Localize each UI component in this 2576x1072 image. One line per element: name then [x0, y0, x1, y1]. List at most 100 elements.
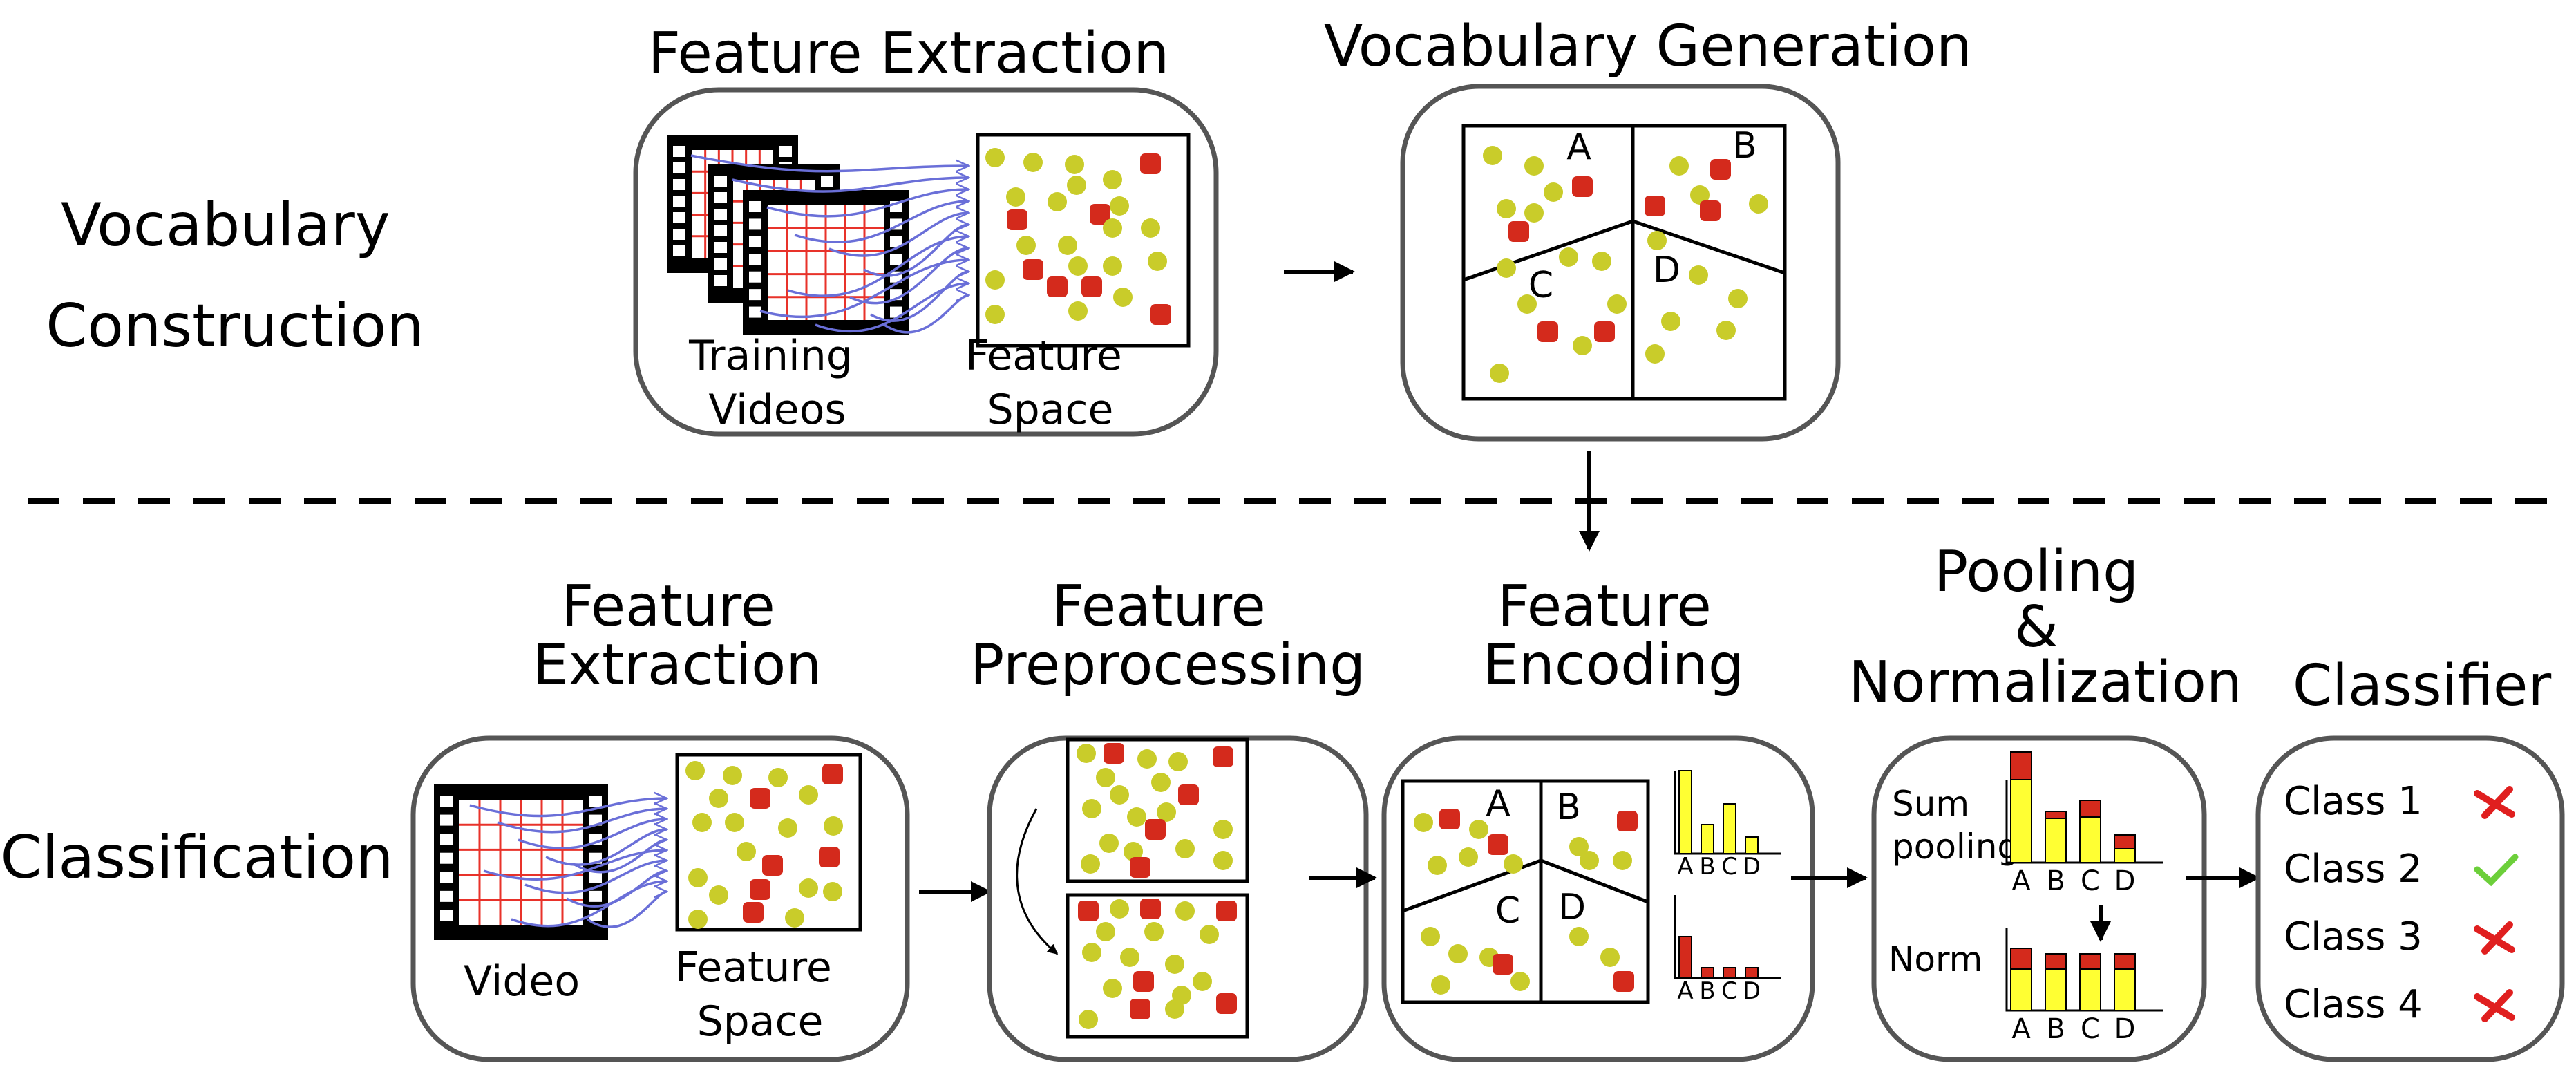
- film-hole: [890, 254, 902, 265]
- film-hole: [714, 192, 727, 203]
- hist-tick: B: [1699, 853, 1715, 881]
- vocab-square: [1645, 196, 1665, 216]
- film-hole: [673, 179, 685, 190]
- hist-axis: [2005, 780, 2163, 864]
- vocab-square: [762, 855, 783, 876]
- hist-bar: [1745, 836, 1759, 854]
- vocab-square: [1047, 276, 1068, 297]
- feature-point: [1544, 182, 1563, 202]
- feature-point: [1110, 785, 1129, 805]
- feature-point: [1524, 156, 1544, 176]
- film-hole: [749, 289, 761, 301]
- feature-point: [824, 816, 843, 836]
- film-hole: [440, 796, 453, 807]
- feature-point: [1151, 773, 1171, 792]
- preprocessing-curve-arrow: [1016, 808, 1059, 955]
- feature-point: [1124, 842, 1143, 861]
- sum-line2: pooling: [1892, 827, 2019, 867]
- bfe-title-line1: Feature: [561, 574, 775, 639]
- feature-point: [1469, 820, 1488, 839]
- vocab-square: [1537, 321, 1558, 342]
- hist-bar-red: [1723, 967, 1736, 979]
- hist-bar-red: [1701, 967, 1714, 979]
- vocab-square: [1104, 743, 1124, 764]
- feature-point: [768, 768, 788, 787]
- feature-point: [1580, 851, 1599, 870]
- feature-point: [1068, 301, 1088, 321]
- vocab-square: [819, 847, 840, 867]
- film-hole: [890, 236, 902, 247]
- vocab-square: [1140, 899, 1161, 919]
- hist-bar-red: [2010, 948, 2032, 970]
- feature-point: [1148, 252, 1167, 271]
- training-videos-line1: Training: [688, 332, 853, 380]
- feature-point: [985, 270, 1005, 290]
- feature-point: [1569, 927, 1589, 946]
- film-hole: [714, 242, 727, 253]
- pre-title-line2: Preprocessing: [970, 632, 1365, 698]
- feature-point: [709, 789, 728, 808]
- class-label: Class 1: [2284, 779, 2423, 824]
- vocab-square: [1493, 954, 1513, 975]
- feature-point: [1077, 744, 1096, 763]
- feature-point: [1728, 289, 1748, 308]
- vocab-space-frame: [1461, 124, 1787, 401]
- film-hole: [673, 229, 685, 240]
- film-hole: [714, 209, 727, 220]
- vocab-square: [1700, 200, 1721, 221]
- vocab-square: [750, 788, 770, 809]
- enc-title-line1: Feature: [1497, 574, 1712, 639]
- hist-tick: A: [1677, 977, 1693, 1005]
- hist-bar: [2114, 848, 2136, 863]
- extraction-arrow: [794, 201, 969, 244]
- check-icon: [2474, 854, 2519, 887]
- vocab-square: [1023, 259, 1043, 280]
- vocab-square: [1081, 276, 1102, 297]
- top-feature-space-points: [985, 148, 1171, 325]
- vocab-square: [1178, 784, 1199, 805]
- vocab-region-a: A: [1566, 126, 1591, 168]
- feature-point: [1096, 922, 1115, 941]
- feature-point: [985, 305, 1005, 324]
- feature-point: [799, 878, 818, 898]
- hist-bar-red: [2079, 800, 2101, 818]
- vocab-square: [1130, 857, 1150, 878]
- feature-point: [688, 868, 708, 887]
- extraction-arrow: [884, 295, 969, 334]
- vocab-square: [1133, 971, 1154, 992]
- feature-point: [1048, 192, 1067, 211]
- feature-point: [1497, 258, 1516, 278]
- film-frame: [743, 190, 909, 335]
- section-label-vocabulary: Vocabulary Construction: [46, 191, 424, 361]
- feature-point: [1082, 943, 1101, 962]
- feature-point: [1600, 948, 1620, 967]
- extraction-arrow: [545, 829, 667, 866]
- feature-point: [1490, 364, 1509, 383]
- feature-point: [1690, 185, 1710, 205]
- vocab-region-c: C: [1528, 265, 1553, 306]
- vocab-square: [1710, 159, 1731, 180]
- section-label-classification: Classification: [0, 823, 393, 892]
- hist-bar-red: [2045, 953, 2067, 970]
- extraction-arrow: [469, 798, 667, 818]
- extraction-arrow: [815, 283, 969, 333]
- film-hole: [749, 254, 761, 265]
- feature-point: [1607, 294, 1627, 314]
- vocab-region-d: D: [1653, 250, 1680, 291]
- norm-label: Norm: [1888, 939, 1982, 979]
- hist-tick: D: [1743, 853, 1761, 881]
- feature-point: [1483, 146, 1502, 165]
- feature-point: [688, 910, 708, 929]
- feature-point: [1524, 203, 1544, 223]
- film-hole: [749, 271, 761, 283]
- sum-pooling-label: Sum pooling: [1892, 784, 2019, 867]
- section-vocab-line2: Construction: [46, 292, 424, 361]
- feature-point: [1559, 247, 1578, 267]
- feature-point: [1113, 288, 1133, 307]
- hist-tick: D: [2114, 1013, 2136, 1045]
- top-feature-extraction-title: Feature Extraction: [648, 21, 1170, 86]
- film-hole: [749, 218, 761, 230]
- extraction-arrow: [766, 189, 969, 218]
- feature-point: [1172, 986, 1191, 1005]
